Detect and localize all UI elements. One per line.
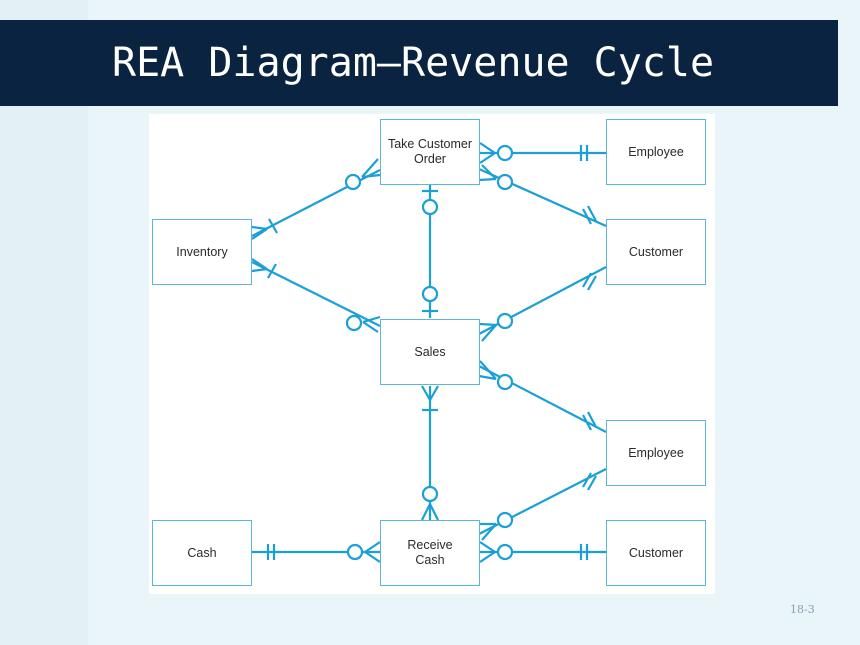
entity-sales: Sales	[380, 319, 480, 385]
entity-customer-top: Customer	[606, 219, 706, 285]
relationship-lines	[251, 142, 607, 563]
slide-title: REA Diagram—Revenue Cycle	[112, 40, 715, 86]
entity-employee-bottom: Employee	[606, 420, 706, 486]
entity-inventory: Inventory	[152, 219, 252, 285]
page-number: 18-3	[790, 603, 815, 616]
entity-cash: Cash	[152, 520, 252, 586]
line-inventory-sales	[251, 261, 381, 327]
entity-employee-top: Employee	[606, 119, 706, 185]
rea-diagram: Take Customer Order Employee Inventory C…	[149, 114, 715, 594]
zero-circle	[496, 144, 514, 162]
title-bar	[0, 20, 838, 106]
entity-customer-bottom: Customer	[606, 520, 706, 586]
entity-take-customer-order: Take Customer Order	[380, 119, 480, 185]
entity-receive-cash: Receive Cash	[380, 520, 480, 586]
